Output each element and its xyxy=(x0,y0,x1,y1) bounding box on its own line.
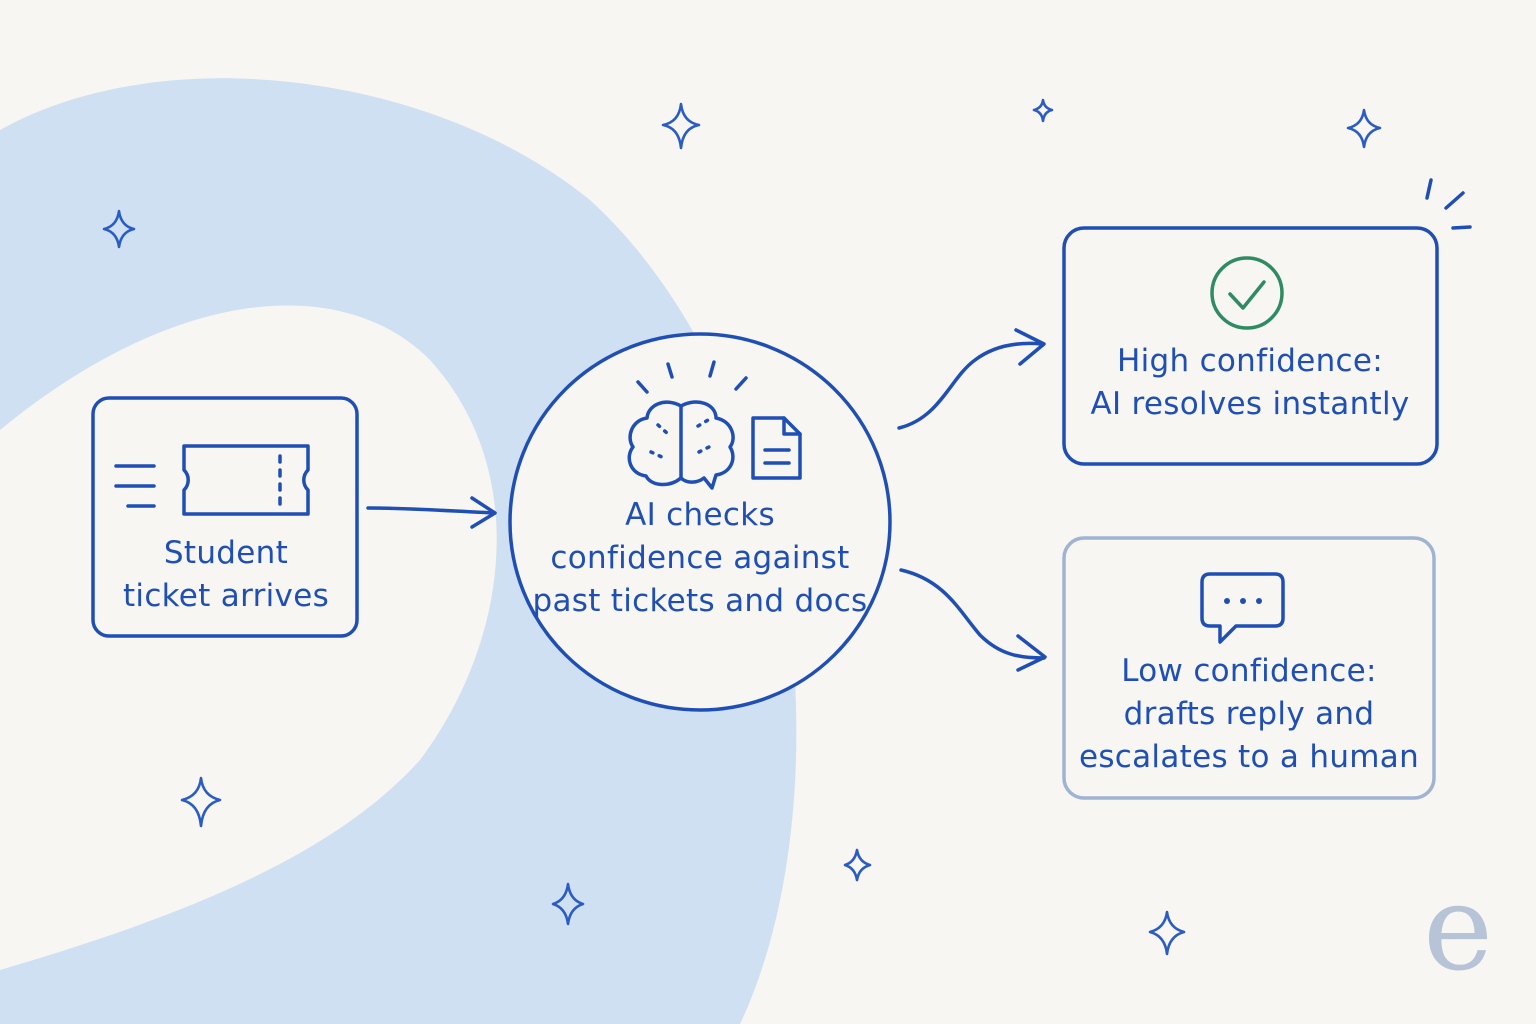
arrow-ticket-to-ai xyxy=(366,496,497,529)
ai-check-label: AI checks confidence against past ticket… xyxy=(520,494,880,623)
ai-check-label-line: past tickets and docs xyxy=(532,583,868,619)
burst-lines-icon xyxy=(1425,178,1472,230)
ticket-icon xyxy=(182,444,310,516)
lines-icon xyxy=(114,464,156,508)
ticket-label: Student ticket arrives xyxy=(95,532,357,618)
low-confidence-label: Low confidence: drafts reply and escalat… xyxy=(1064,650,1434,779)
sparkle-icon xyxy=(661,102,701,150)
high-confidence-box xyxy=(1062,226,1439,466)
sparkles xyxy=(102,98,1382,956)
document-icon xyxy=(751,416,802,480)
sparkle-icon xyxy=(843,848,872,882)
low-confidence-label-line: escalates to a human xyxy=(1078,739,1420,775)
sparkle-icon xyxy=(1148,910,1186,956)
sparkle-icon xyxy=(180,776,222,828)
low-confidence-box xyxy=(1062,536,1436,800)
brain-icon xyxy=(627,400,735,490)
ticket-label-line: ticket arrives xyxy=(122,578,330,614)
sparkle-icon xyxy=(551,882,585,926)
sparkle-icon xyxy=(1346,108,1382,149)
low-confidence-label-line: drafts reply and xyxy=(1123,696,1375,732)
ai-check-label-line: AI checks xyxy=(625,497,775,533)
arrow-ai-to-low xyxy=(899,568,1047,672)
check-circle-icon xyxy=(1210,256,1284,330)
background-blob xyxy=(0,78,797,1024)
ticket-label-line: Student xyxy=(163,535,289,571)
low-confidence-label-line: Low confidence: xyxy=(1121,653,1377,689)
sparkle-icon xyxy=(102,209,136,249)
arrow-ai-to-high xyxy=(897,328,1046,430)
sparkle-icon xyxy=(1032,98,1054,123)
high-confidence-label-line: AI resolves instantly xyxy=(1090,386,1410,422)
chat-dots xyxy=(1224,598,1262,604)
high-confidence-label: High confidence: AI resolves instantly xyxy=(1064,340,1436,426)
ai-check-label-line: confidence against xyxy=(550,540,850,576)
ticket-box xyxy=(91,396,359,638)
high-confidence-label-line: High confidence: xyxy=(1116,343,1384,379)
chat-bubble-icon xyxy=(1200,572,1285,644)
brand-logo: e xyxy=(1423,859,1493,997)
burst-lines-icon xyxy=(636,360,748,394)
